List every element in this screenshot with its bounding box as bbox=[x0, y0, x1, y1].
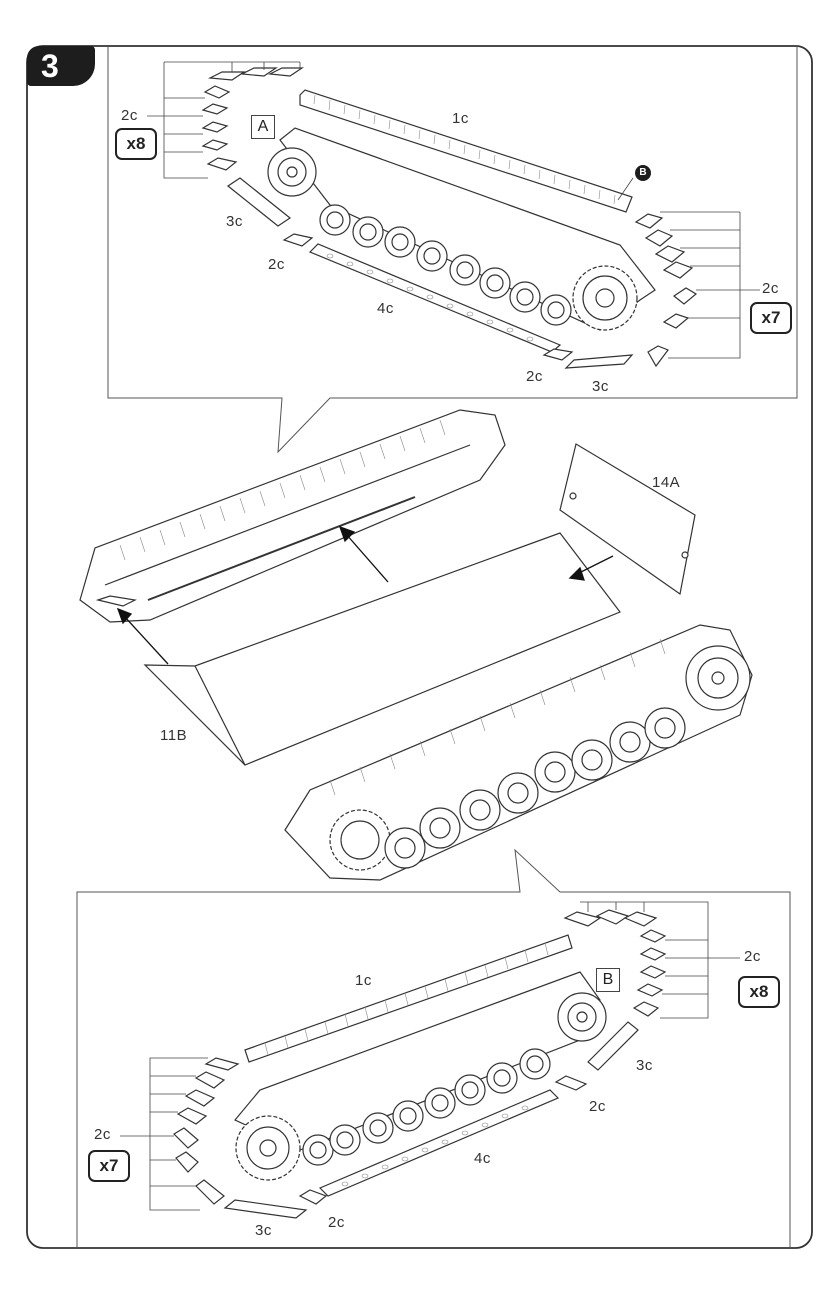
top-short-segment-right bbox=[564, 354, 634, 369]
bottom-leader-lines bbox=[120, 901, 740, 1211]
top-long-segment bbox=[308, 243, 562, 353]
multiplier-x8-bottom: x8 bbox=[738, 976, 780, 1008]
top-track-assembly bbox=[201, 67, 698, 369]
part-label-14a: 14A bbox=[652, 474, 681, 491]
top-leader-lines bbox=[147, 61, 760, 359]
part-label-3c-top-left: 3c bbox=[226, 213, 243, 230]
bottom-long-segment bbox=[318, 1089, 560, 1197]
top-short-segment-left bbox=[226, 177, 292, 227]
top-road-wheels bbox=[267, 147, 572, 326]
bottom-single-links bbox=[173, 909, 667, 1205]
part-label-3c-bottom-right: 3c bbox=[636, 1057, 653, 1074]
part-label-2c-top-bottom: 2c bbox=[526, 368, 543, 385]
part-label-4c-top: 4c bbox=[377, 300, 394, 317]
middle-assembly bbox=[79, 409, 753, 881]
top-callout-panel bbox=[107, 46, 798, 454]
lower-track-assembly bbox=[284, 624, 753, 881]
bottom-short-segment-left bbox=[223, 1199, 308, 1219]
bottom-drive-sprocket bbox=[235, 1115, 301, 1181]
view-label-b: B bbox=[596, 968, 620, 992]
part-label-1c-bottom: 1c bbox=[355, 972, 372, 989]
bottom-road-wheels bbox=[302, 992, 607, 1166]
top-track-strip bbox=[299, 89, 633, 213]
part-label-3c-bottom-left: 3c bbox=[255, 1222, 272, 1239]
step-number-badge: 3 bbox=[27, 46, 95, 86]
top-drive-sprocket bbox=[572, 265, 638, 331]
part-label-2c-bottom-lower: 2c bbox=[328, 1214, 345, 1231]
part-label-2c-bottom-mid: 2c bbox=[589, 1098, 606, 1115]
part-label-2c-bottom-right: 2c bbox=[744, 948, 761, 965]
outer-frame bbox=[26, 45, 813, 1249]
bottom-track-strip bbox=[244, 934, 573, 1063]
bottom-callout-panel bbox=[76, 848, 791, 1248]
part-label-2c-bottom-left: 2c bbox=[94, 1126, 111, 1143]
part-label-3c-top-right: 3c bbox=[592, 378, 609, 395]
bottom-short-segment-right bbox=[587, 1021, 639, 1071]
assembly-arrows bbox=[116, 525, 614, 665]
bottom-track-assembly bbox=[173, 909, 667, 1219]
part-label-2c-top-mid: 2c bbox=[268, 256, 285, 273]
part-label-1c-top: 1c bbox=[452, 110, 469, 127]
part-label-2c-top-left: 2c bbox=[121, 107, 138, 124]
multiplier-x7-bottom: x7 bbox=[88, 1150, 130, 1182]
hull-bottom-plate-11b bbox=[143, 532, 621, 766]
part-label-2c-top-right: 2c bbox=[762, 280, 779, 297]
multiplier-x8-top: x8 bbox=[115, 128, 157, 160]
multiplier-x7-top: x7 bbox=[750, 302, 792, 334]
reference-marker-b: B bbox=[635, 165, 651, 181]
top-single-links bbox=[201, 67, 698, 368]
view-label-a: A bbox=[251, 115, 275, 139]
part-label-11b: 11B bbox=[160, 727, 188, 744]
part-label-4c-bottom: 4c bbox=[474, 1150, 491, 1167]
rear-plate-14a bbox=[559, 443, 696, 596]
